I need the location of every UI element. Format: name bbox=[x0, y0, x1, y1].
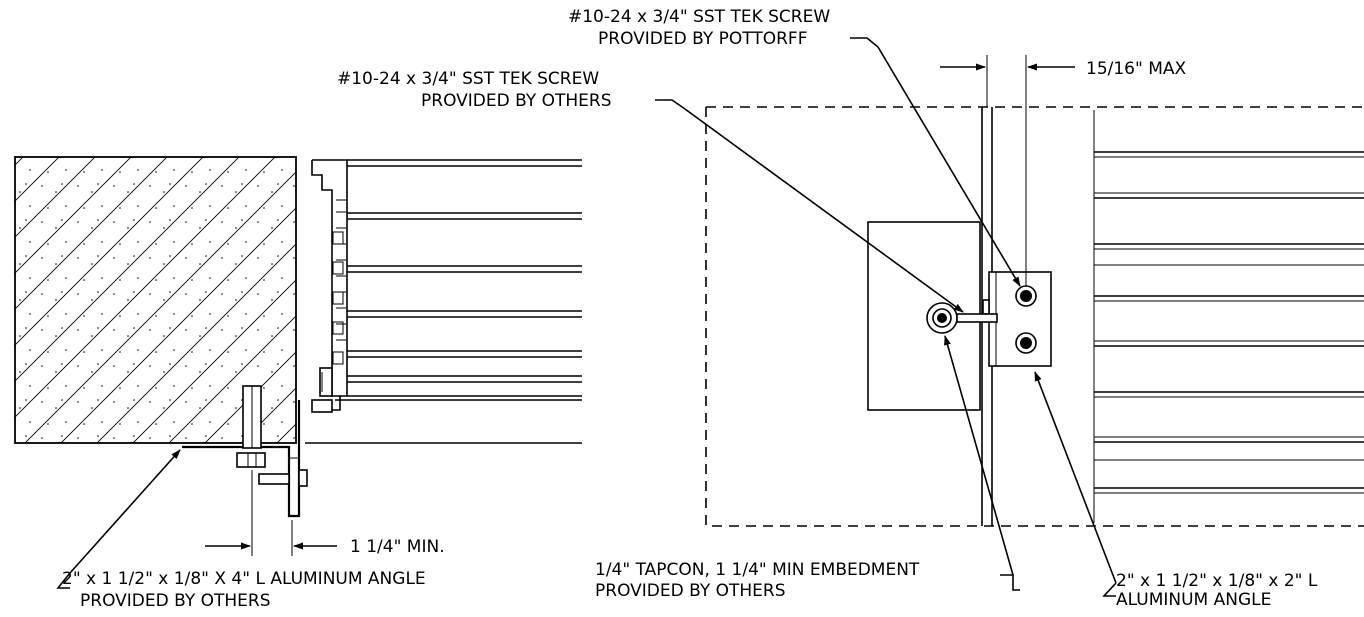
tapcon-anchor bbox=[926, 302, 998, 334]
gap-dimension-label: 15/16" MAX bbox=[1086, 59, 1187, 79]
angle-4in-callout: 2" x 1 1/2" x 1/8" X 4" L ALUMINUM ANGLE… bbox=[56, 449, 426, 611]
angle-4in-label-line1: 2" x 1 1/2" x 1/8" X 4" L ALUMINUM ANGLE bbox=[62, 569, 426, 589]
tek-pottorff-label-line2: PROVIDED BY POTTORFF bbox=[598, 29, 808, 49]
tapcon-callout: 1/4" TAPCON, 1 1/4" MIN EMBEDMENT PROVID… bbox=[595, 335, 1020, 601]
tapcon-label-line2: PROVIDED BY OTHERS bbox=[595, 581, 786, 601]
tek-others-label-line2: PROVIDED BY OTHERS bbox=[421, 91, 612, 111]
tek-screws bbox=[1015, 285, 1037, 354]
angle-2in-callout: 2" x 1 1/2" x 1/8" x 2" L ALUMINUM ANGLE bbox=[1034, 371, 1318, 610]
angle-2in-label-line1: 2" x 1 1/2" x 1/8" x 2" L bbox=[1116, 571, 1318, 591]
tek-pottorff-label-line1: #10-24 x 3/4" SST TEK SCREW bbox=[568, 7, 830, 27]
tek-pottorff-callout: #10-24 x 3/4" SST TEK SCREW PROVIDED BY … bbox=[568, 7, 1021, 287]
louver-blades-right bbox=[1093, 110, 1364, 523]
right-elevation-view: 15/16" MAX #10-24 x 3/4" SST TEK SCREW P… bbox=[337, 7, 1364, 610]
tek-others-callout: #10-24 x 3/4" SST TEK SCREW PROVIDED BY … bbox=[337, 69, 964, 313]
angle-4in-label-line2: PROVIDED BY OTHERS bbox=[80, 591, 271, 611]
tapcon-label-line1: 1/4" TAPCON, 1 1/4" MIN EMBEDMENT bbox=[595, 560, 920, 580]
louver-section-left bbox=[305, 159, 582, 444]
tek-others-label-line1: #10-24 x 3/4" SST TEK SCREW bbox=[337, 69, 599, 89]
min-dimension-label: 1 1/4" MIN. bbox=[350, 537, 445, 557]
aluminum-angle-4in bbox=[182, 385, 308, 518]
left-section-view: 1 1/4" MIN. 2" x 1 1/2" x 1/8" X 4" L AL… bbox=[14, 156, 582, 611]
angle-2in-label-line2: ALUMINUM ANGLE bbox=[1116, 590, 1271, 610]
min-dimension: 1 1/4" MIN. bbox=[205, 470, 445, 557]
gap-dimension: 15/16" MAX bbox=[940, 55, 1187, 286]
